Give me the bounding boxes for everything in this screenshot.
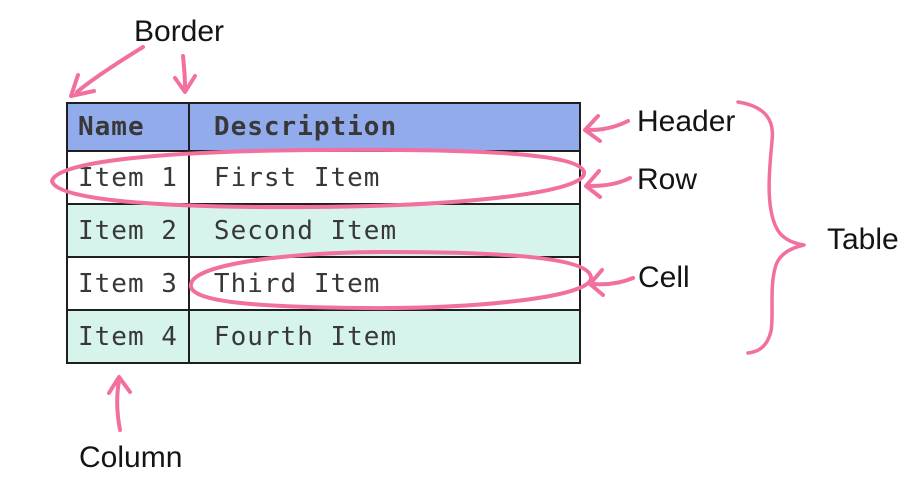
border-label: Border xyxy=(134,15,225,48)
column-label: Column xyxy=(79,441,183,474)
row-arrow xyxy=(589,176,632,188)
header-arrow xyxy=(588,119,630,132)
cell-description: First Item xyxy=(187,150,581,205)
table-row: Item 4 Fourth Item xyxy=(66,309,581,364)
cell-arrowhead xyxy=(588,268,605,297)
table-label: Table xyxy=(827,223,899,256)
border-arrowhead-diagonal xyxy=(69,73,96,98)
cell-name: Item 2 xyxy=(66,203,190,258)
row-arrowhead xyxy=(584,169,602,199)
column-header-name: Name xyxy=(66,102,190,152)
table-header-row: Name Description xyxy=(66,102,581,152)
column-arrow xyxy=(115,379,122,432)
cell-name: Item 4 xyxy=(66,309,190,364)
table-row: Item 1 First Item xyxy=(66,150,581,205)
header-arrowhead xyxy=(583,114,602,143)
table-row: Item 2 Second Item xyxy=(66,203,581,258)
cell-name: Item 1 xyxy=(66,150,190,205)
example-table: Name Description Item 1 First Item Item … xyxy=(66,102,581,364)
cell-name: Item 3 xyxy=(66,256,190,311)
table-brace xyxy=(736,100,806,355)
border-arrow-vertical xyxy=(181,54,187,89)
cell-description: Second Item xyxy=(187,203,581,258)
cell-label: Cell xyxy=(638,261,690,294)
border-arrow-diagonal xyxy=(75,45,145,94)
cell-arrow xyxy=(592,276,635,287)
table-row: Item 3 Third Item xyxy=(66,256,581,311)
row-label: Row xyxy=(637,163,698,196)
cell-description: Fourth Item xyxy=(187,309,581,364)
cell-description: Third Item xyxy=(187,256,581,311)
border-arrowhead-vertical xyxy=(173,74,197,94)
column-header-description: Description xyxy=(187,102,581,152)
column-arrowhead xyxy=(107,375,132,395)
header-label: Header xyxy=(637,105,736,138)
